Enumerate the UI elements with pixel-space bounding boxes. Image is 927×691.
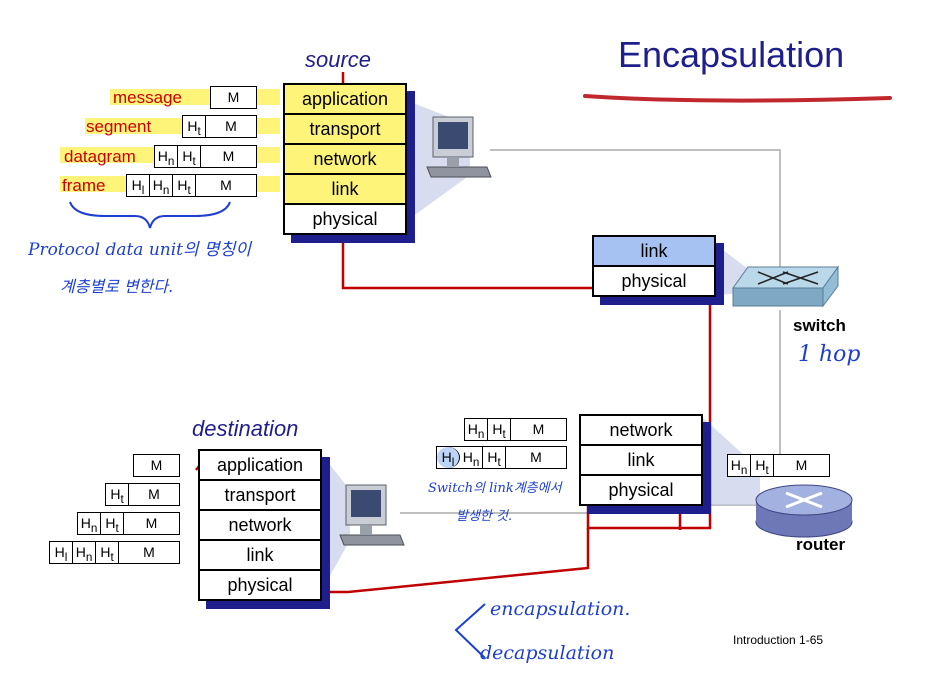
payload-m: M (143, 544, 155, 560)
note-switch-line2: 발생한 것. (456, 509, 513, 524)
slide-footer: Introduction 1-65 (733, 633, 824, 647)
router-outgoing-datagram-box: Hn Ht M (727, 454, 830, 477)
dest-message-box: M (133, 454, 180, 477)
router-frame-box: Hl Hn Ht M (436, 446, 567, 469)
page-title: Encapsulation (618, 34, 845, 75)
pdu-datagram-label: datagram (64, 147, 136, 166)
enc-dec-bracket (454, 603, 486, 659)
destination-stack: application transport network link physi… (198, 449, 322, 601)
switch-label: switch (793, 316, 846, 335)
payload-m: M (222, 148, 235, 164)
pdu-frame-label: frame (62, 176, 106, 195)
source-computer-icon (426, 116, 492, 178)
source-segment-box: Ht M (182, 115, 257, 138)
payload-m: M (148, 486, 160, 502)
transport-header: Ht (483, 447, 506, 469)
pdu-brace (69, 201, 231, 229)
switch-icon (732, 265, 839, 308)
transport-header: Ht (106, 484, 129, 506)
dest-frame-box: Hl Hn Ht M (49, 541, 180, 564)
payload-m: M (145, 515, 158, 531)
payload-m: M (795, 457, 808, 473)
router-datagram-box: Hn Ht M (464, 418, 567, 441)
switch-layer-link: link (594, 237, 714, 267)
network-header: Hn (460, 447, 483, 469)
dest-layer-network: network (200, 511, 320, 541)
router-layer-link: link (581, 446, 701, 476)
note-encapsulation: encapsulation. (490, 598, 631, 620)
dest-segment-box: Ht M (105, 483, 180, 506)
pdu-segment-label: segment (86, 117, 152, 136)
transport-header: Ht (488, 419, 511, 441)
source-layer-link: link (285, 175, 405, 205)
network-header: Hn (155, 146, 178, 168)
switch-hop-note: 1 hop (798, 342, 861, 367)
transport-header: Ht (183, 116, 206, 138)
dest-layer-link: link (200, 541, 320, 571)
title-underline (583, 94, 892, 103)
dest-layer-application: application (200, 451, 320, 481)
dest-datagram-box: Hn Ht M (77, 512, 180, 535)
source-layer-application: application (285, 85, 405, 115)
note-decapsulation: decapsulation (480, 642, 615, 664)
payload-m: M (532, 421, 545, 437)
link-header-circled: Hl (437, 447, 460, 469)
network-header: Hn (73, 542, 96, 564)
source-label: source (305, 47, 372, 72)
source-frame-box: Hl Hn Ht M (126, 174, 257, 197)
dest-layer-physical: physical (227, 575, 293, 595)
payload-m: M (227, 89, 240, 105)
destination-computer-icon (339, 484, 405, 546)
source-stack: application transport network link physi… (283, 83, 407, 235)
source-layer-network: network (285, 145, 405, 175)
note-switch-line1: Switch의 link계층에서 (428, 481, 562, 496)
router-stack: network link physical (579, 414, 703, 506)
source-layer-physical: physical (312, 209, 378, 229)
router-layer-physical: physical (608, 480, 674, 500)
transport-header: Ht (178, 146, 201, 168)
payload-m: M (530, 449, 542, 465)
switch-layer-physical: physical (621, 271, 687, 291)
transport-header: Ht (173, 175, 196, 197)
network-header: Hn (78, 513, 101, 535)
link-header: Hl (127, 175, 150, 197)
payload-m: M (220, 177, 232, 193)
payload-m: M (225, 118, 237, 134)
router-label: router (796, 535, 846, 554)
link-header: Hl (50, 542, 73, 564)
transport-header: Ht (96, 542, 119, 564)
pdu-message-label: message (113, 88, 182, 107)
source-layer-transport: transport (285, 115, 405, 145)
transport-header: Ht (101, 513, 124, 535)
transport-header: Ht (751, 455, 774, 477)
note-pdu-line2: 계층별로 변한다. (60, 277, 174, 296)
payload-m: M (150, 457, 163, 473)
source-message-box: M (210, 86, 257, 109)
dest-layer-transport: transport (200, 481, 320, 511)
network-header: Hn (150, 175, 173, 197)
switch-stack: link physical (592, 235, 716, 297)
network-header: Hn (465, 419, 488, 441)
note-pdu-line1: Protocol data unit의 명칭이 (28, 240, 251, 260)
router-icon (755, 484, 853, 538)
router-layer-network: network (581, 416, 701, 446)
source-datagram-box: Hn Ht M (154, 145, 257, 168)
destination-label: destination (192, 416, 299, 441)
network-header: Hn (728, 455, 751, 477)
